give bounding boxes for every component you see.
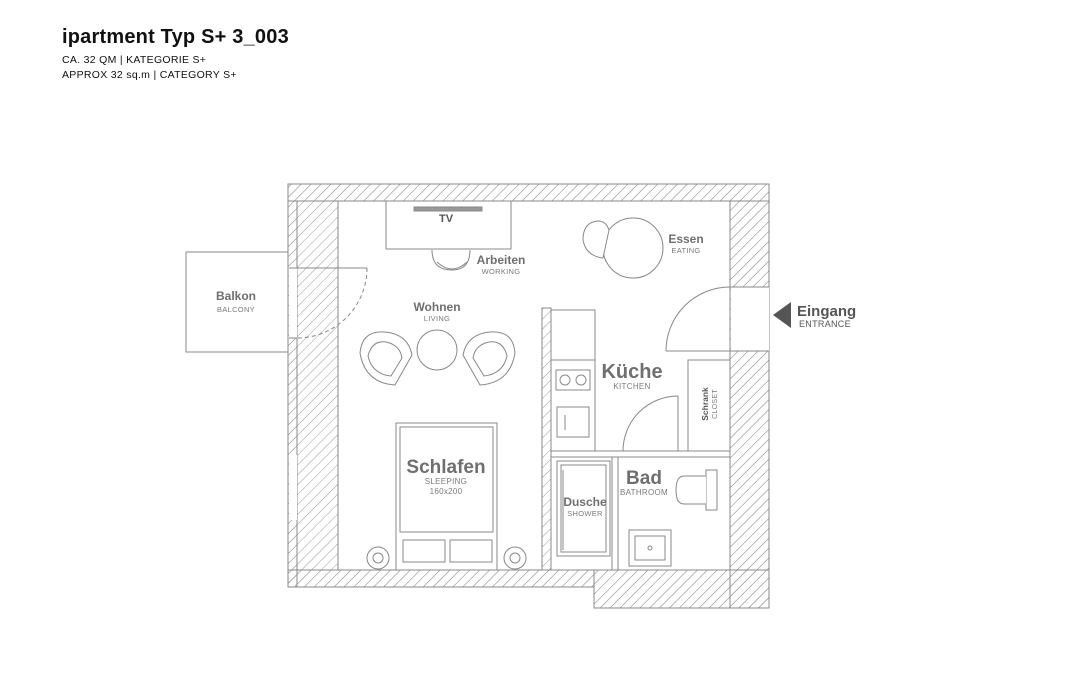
bed-size: 160x200 (430, 487, 463, 496)
kitchen-counter (550, 309, 596, 452)
header: ipartment Typ S+ 3_003 CA. 32 QM | KATEG… (62, 26, 289, 83)
bed (395, 422, 498, 571)
bad-label: Bad (626, 468, 662, 489)
desk-chair (431, 249, 471, 271)
eingang-label: Eingang (797, 303, 856, 320)
essen-label: Essen (668, 232, 703, 246)
bathroom-door (622, 395, 679, 452)
kueche-label: Küche (601, 361, 662, 383)
balcony-door (296, 267, 368, 339)
page-title: ipartment Typ S+ 3_003 (62, 26, 289, 48)
closet (687, 359, 731, 452)
bad-sub: BATHROOM (620, 488, 668, 497)
area-en: APPROX 32 sq.m | CATEGORY S+ (62, 69, 237, 81)
nightstands (366, 546, 527, 570)
kueche-sub: KITCHEN (613, 382, 650, 391)
dusche-sub: SHOWER (567, 509, 603, 518)
tv-label: TV (439, 213, 454, 225)
arbeiten-label: Arbeiten (477, 253, 526, 267)
essen-sub: EATING (671, 246, 700, 255)
balkon-sub: BALCONY (217, 305, 255, 314)
schrank-label: Schrank (700, 387, 710, 421)
schrank-label-group: Schrank CLOSET (700, 387, 719, 421)
schlafen-label: Schlafen (406, 457, 485, 478)
desk (385, 200, 512, 250)
balkon-label: Balkon (216, 289, 256, 303)
schrank-sub: CLOSET (712, 389, 719, 419)
entrance-door (665, 286, 731, 352)
shower (556, 460, 611, 557)
toilet (675, 469, 718, 511)
sink (628, 529, 672, 567)
arbeiten-sub: WORKING (482, 267, 521, 276)
balcony (185, 251, 289, 353)
wohnen-sub: LIVING (424, 314, 450, 323)
wohnen-label: Wohnen (413, 300, 460, 314)
dining-set (582, 217, 664, 279)
dusche-label: Dusche (563, 495, 607, 509)
eingang-sub: ENTRANCE (799, 319, 851, 329)
walls (287, 183, 770, 609)
schlafen-sub: SLEEPING (425, 477, 467, 486)
entrance-arrow (773, 302, 791, 328)
openings (289, 267, 769, 520)
area-de: CA. 32 QM | KATEGORIE S+ (62, 54, 207, 66)
living-furniture (359, 329, 516, 386)
